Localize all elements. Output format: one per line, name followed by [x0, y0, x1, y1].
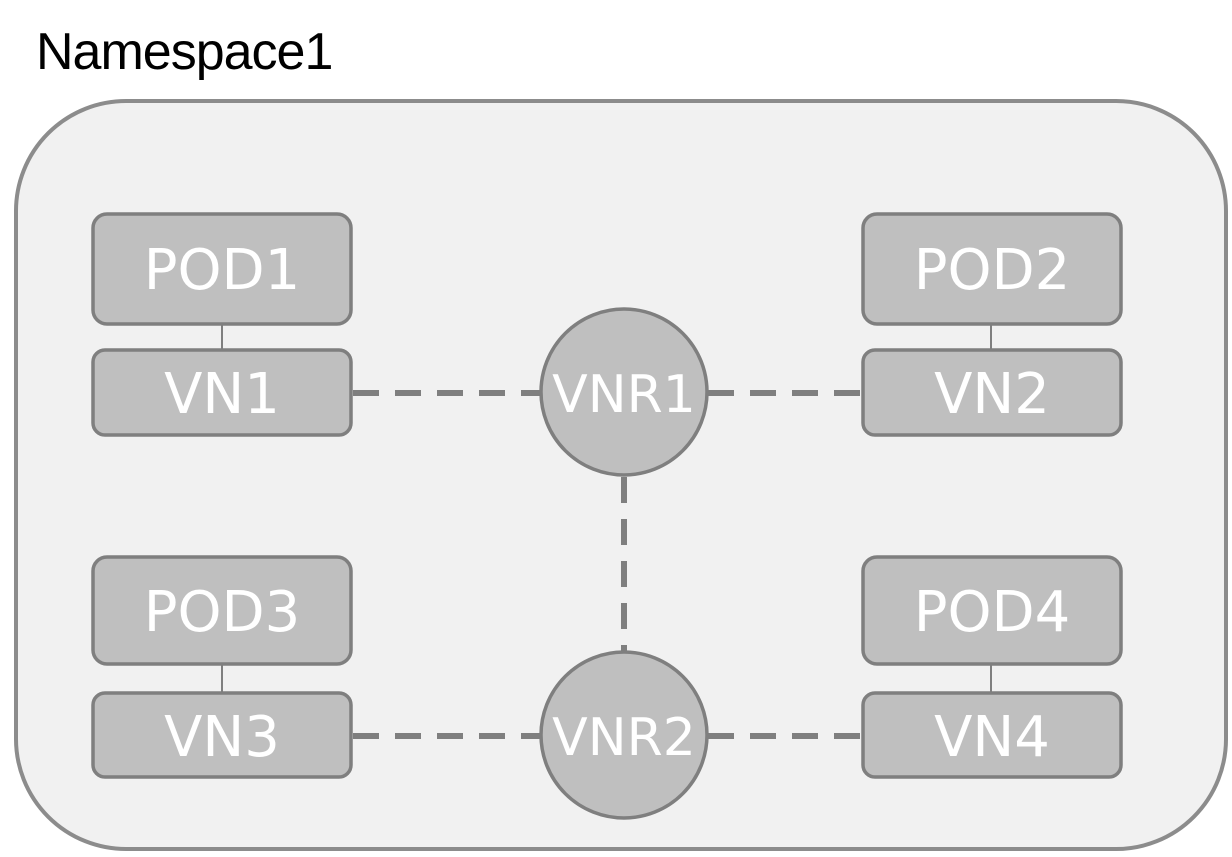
- pod4-node: POD4: [861, 555, 1123, 666]
- vn1-label: VN1: [164, 362, 280, 427]
- vn4-label: VN4: [934, 705, 1050, 770]
- pod4-label: POD4: [914, 580, 1071, 645]
- vn3-label: VN3: [164, 705, 280, 770]
- vn4-node: VN4: [861, 691, 1123, 779]
- vn3-node: VN3: [91, 691, 353, 779]
- vn2-label: VN2: [934, 362, 1050, 427]
- pod2-node: POD2: [861, 212, 1123, 326]
- vn2-node: VN2: [861, 348, 1123, 437]
- vnr1-label: VNR1: [552, 365, 696, 425]
- pod2-label: POD2: [914, 238, 1071, 303]
- pod3-label: POD3: [144, 580, 301, 645]
- vnr2-node: VNR2: [539, 650, 709, 820]
- pod1-node: POD1: [91, 212, 353, 326]
- vnr1-node: VNR1: [539, 307, 709, 477]
- pod1-label: POD1: [144, 238, 301, 303]
- pod3-node: POD3: [91, 555, 353, 666]
- vnr2-label: VNR2: [552, 708, 696, 768]
- namespace-title: Namespace1: [36, 23, 333, 81]
- vn1-node: VN1: [91, 348, 353, 437]
